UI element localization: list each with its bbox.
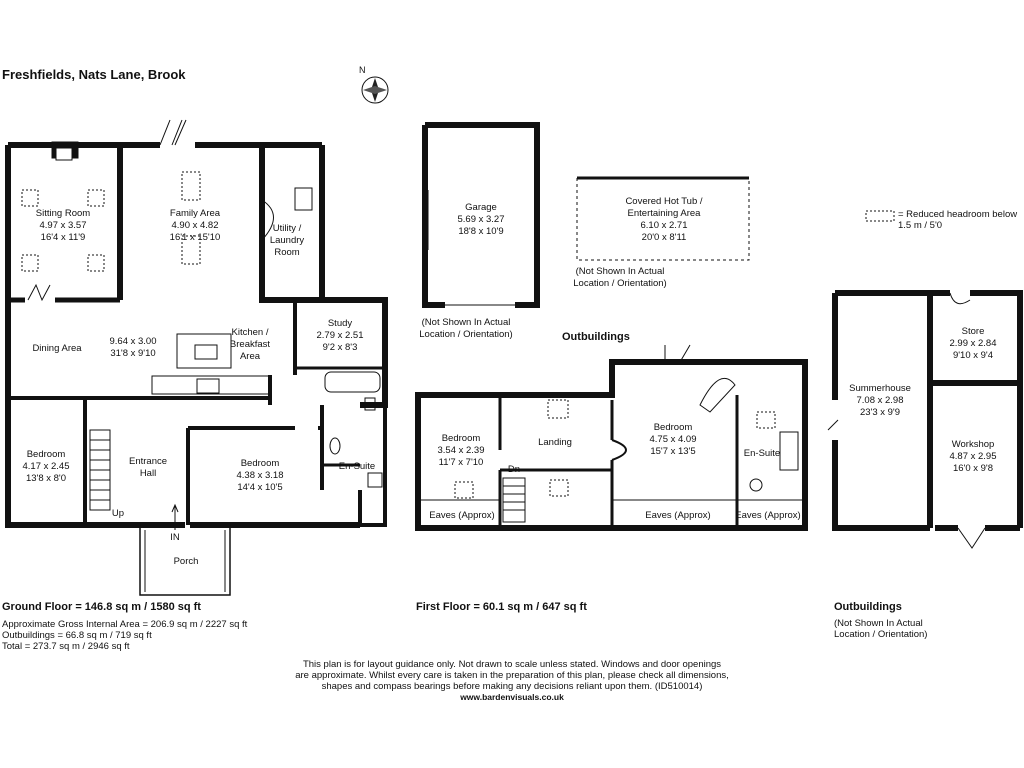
location-note: (Not Shown In Actual [422,317,511,328]
room-metric: Laundry [270,235,305,246]
room-name: Porch [174,556,199,567]
room-metric: 4.87 x 2.95 [949,451,996,462]
room-imperial: 16'4 x 11'9 [41,232,86,243]
room-metric: 4.38 x 3.18 [236,470,283,481]
ground-floor-fixtures [21,119,383,596]
disclaimer-line: shapes and compass bearings before makin… [321,681,703,692]
room-name: Family Area [170,208,221,219]
room-name: En-Suite [339,461,375,472]
room-name: Study [328,318,353,329]
room-metric: 7.08 x 2.98 [856,395,903,406]
room-name: Store [962,326,985,337]
disclaimer-line: are approximate. Whilst every care is ta… [295,670,729,681]
room-name: Bedroom [241,458,280,469]
outbuildings-note: (Not Shown In Actual [834,618,923,629]
room-name: Entertaining Area [628,208,702,219]
website-link[interactable]: www.bardenvisuals.co.uk [460,692,564,702]
room-name: Covered Hot Tub / [625,196,702,207]
compass-north-label: N [359,65,366,75]
room-imperial: 18'8 x 10'9 [458,226,503,237]
outbuildings-note: Location / Orientation) [834,629,928,640]
hot-tub-outline [576,176,750,261]
room-name: Bedroom [27,449,66,460]
legend-text: = Reduced headroom below 1.5 m / 5'0 [898,209,1018,231]
room-metric: 2.99 x 2.84 [949,338,996,349]
room-name: Utility / [273,223,302,234]
ground-floor-summary: Ground Floor = 146.8 sq m / 1580 sq ft [2,601,201,613]
room-name: Dining Area [32,343,82,354]
location-note: Location / Orientation) [573,278,666,289]
room-imperial: Room [274,247,299,258]
room-imperial: 13'8 x 8'0 [26,473,66,484]
room-imperial: Area [240,351,261,362]
room-name: Sitting Room [36,208,90,219]
room-metric: 3.54 x 2.39 [437,445,484,456]
room-imperial: 31'8 x 9'10 [110,348,155,359]
room-imperial: 9'10 x 9'4 [953,350,993,361]
room-name: Summerhouse [849,383,911,394]
room-metric: Breakfast [230,339,270,350]
room-metric: 9.64 x 3.00 [109,336,156,347]
compass-icon [361,76,389,104]
room-imperial: 20'0 x 8'11 [642,232,687,243]
room-imperial: 11'7 x 7'10 [439,457,484,468]
room-imperial: 15'7 x 13'5 [650,446,695,457]
stair-up-label: Up [112,508,124,519]
room-name: Garage [465,202,497,213]
room-name: Workshop [952,439,995,450]
room-metric: 5.69 x 3.27 [457,214,504,225]
first-floor-summary: First Floor = 60.1 sq m / 647 sq ft [416,601,587,613]
location-note: (Not Shown In Actual [576,266,665,277]
eaves-label: Eaves (Approx) [429,510,494,521]
room-metric: 2.79 x 2.51 [316,330,363,341]
garage-walls [422,122,540,308]
first-floor-walls [415,359,808,531]
ground-floor-walls [5,142,388,528]
room-name: Kitchen / [232,327,269,338]
room-imperial: 23'3 x 9'9 [860,407,900,418]
outbuildings-section-label: Outbuildings [562,331,630,343]
room-metric: 4.17 x 2.45 [22,461,69,472]
room-metric: 4.97 x 3.57 [39,220,86,231]
stair-down-label: Dn [508,464,520,475]
plan-title: Freshfields, Nats Lane, Brook [2,67,186,82]
gross-area: Approximate Gross Internal Area = 206.9 … [2,619,248,630]
outbuildings-heading: Outbuildings [834,601,902,613]
eaves-label: Eaves (Approx) [645,510,710,521]
location-note: Location / Orientation) [419,329,512,340]
eaves-label: Eaves (Approx) [735,510,800,521]
room-imperial: 9'2 x 8'3 [323,342,358,353]
first-floor-fixtures [454,344,799,523]
outbuildings-area: Outbuildings = 66.8 sq m / 719 sq ft [2,630,152,641]
room-metric: 4.90 x 4.82 [171,220,218,231]
room-metric: 4.75 x 4.09 [649,434,696,445]
legend-swatch [865,210,895,222]
outbuildings-walls [827,289,1023,549]
room-imperial: 16'0 x 9'8 [953,463,993,474]
room-name: Bedroom [442,433,481,444]
entrance-in-label: IN [170,532,180,543]
room-name: Landing [538,437,572,448]
room-imperial: 16'1 x 15'10 [170,232,221,243]
room-metric: 6.10 x 2.71 [640,220,687,231]
room-name: Bedroom [654,422,693,433]
total-area: Total = 273.7 sq m / 2946 sq ft [2,641,130,652]
room-name: En-Suite [744,448,780,459]
room-metric: Hall [140,468,156,479]
room-imperial: 14'4 x 10'5 [237,482,282,493]
disclaimer-line: This plan is for layout guidance only. N… [302,659,722,670]
room-name: Entrance [129,456,167,467]
